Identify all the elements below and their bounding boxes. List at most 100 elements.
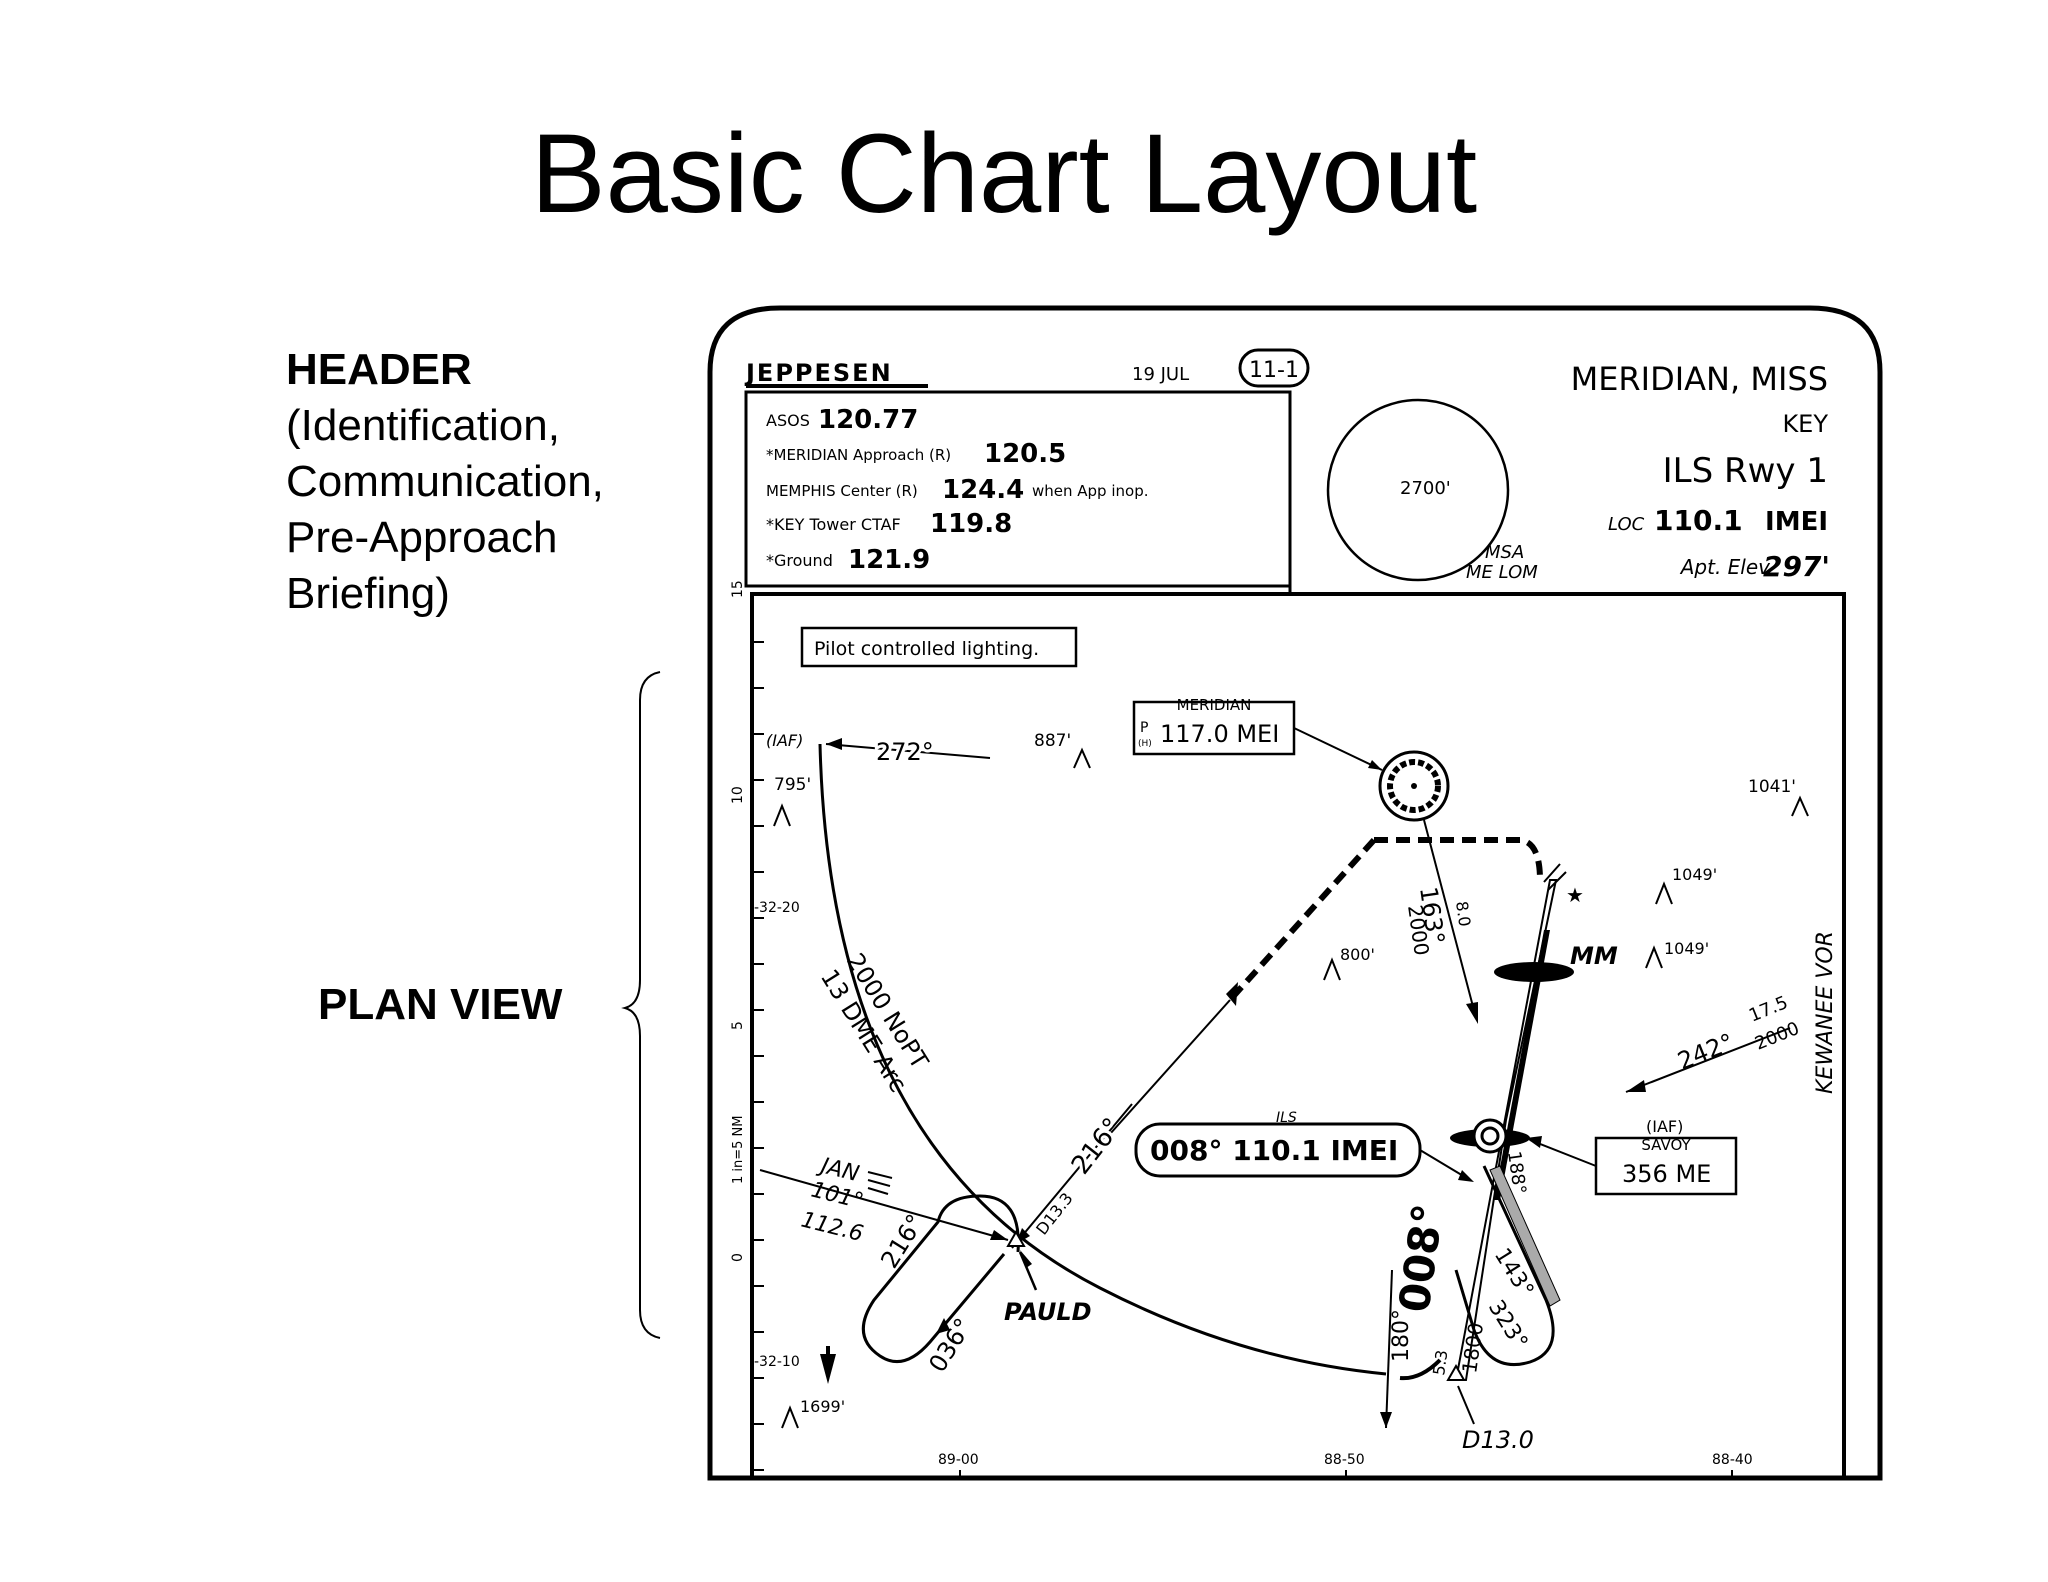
course-180: 180°	[1389, 1309, 1414, 1362]
scale-15: 15	[730, 580, 746, 598]
comm-frequency: 121.9	[848, 545, 930, 575]
obstacle-800: 800'	[1323, 945, 1375, 981]
distance-scale	[752, 641, 764, 1471]
comm-label: *Ground	[766, 551, 833, 570]
obstacle-887: 887'	[1034, 731, 1091, 769]
meridian-vor-sub: (H)	[1138, 739, 1152, 749]
scale-0: 0	[730, 1253, 746, 1262]
header-line-3: Pre-Approach	[286, 513, 558, 562]
header-annotation: HEADER (Identification, Communication, P…	[286, 342, 604, 622]
course-272: 272°	[876, 738, 934, 766]
middle-marker-icon	[1494, 962, 1574, 982]
msa-circle	[1326, 398, 1510, 582]
mm-label: MM	[1570, 942, 1618, 970]
outer-marker-symbol	[1450, 1118, 1530, 1154]
latitude-3210: -32-10	[754, 1354, 800, 1370]
chart-date: 19 JUL	[1132, 364, 1189, 385]
course-216-a: 216°	[1066, 1112, 1128, 1180]
obstacle-1049a: 1049'	[1655, 865, 1717, 905]
holding-shade	[1489, 1165, 1561, 1307]
scale-5: 5	[730, 1021, 746, 1030]
meridian-vor-name: MERIDIAN	[1177, 696, 1252, 714]
svg-text:1049': 1049'	[1664, 939, 1709, 958]
svg-text:1699': 1699'	[800, 1397, 845, 1416]
course-036: 036°	[923, 1313, 977, 1377]
north-arrow-icon	[820, 1346, 836, 1384]
pauld-fix-icon	[1006, 1229, 1026, 1247]
obstacle-1041: 1041'	[1748, 777, 1809, 817]
loc-label: LOC	[1608, 514, 1645, 535]
comm-row-3: MEMPHIS Center (R) 124.4 when App inop.	[766, 475, 1149, 505]
altitude-1800: 1800	[1457, 1321, 1488, 1375]
msa-label: MSA	[1485, 542, 1524, 563]
svg-text:795': 795'	[774, 775, 811, 795]
pilot-lighting-text: Pilot controlled lighting.	[814, 638, 1039, 660]
header-line-4: Briefing)	[286, 569, 450, 618]
header-line-2: Communication,	[286, 457, 604, 506]
elevation-label: Apt. Elev	[1679, 555, 1771, 579]
course-101: 101°	[809, 1178, 866, 1215]
comm-frequency: 124.4	[942, 475, 1024, 505]
comm-label: *MERIDIAN Approach (R)	[766, 446, 951, 464]
kewanee-vor: KEWANEE VOR	[1813, 931, 1838, 1094]
scale-note: 1 in=5 NM	[731, 1116, 746, 1185]
comm-label: *KEY Tower CTAF	[766, 515, 901, 534]
meridian-vor-symbol	[1378, 750, 1450, 822]
comm-box	[744, 390, 1292, 588]
msa-altitude: 2700'	[1400, 478, 1451, 499]
loc-line: LOC 110.1 IMEI	[1608, 504, 1828, 537]
transition-dashed	[1227, 837, 1377, 1003]
comm-label: MEMPHIS Center (R)	[766, 482, 918, 500]
comm-row-5: *Ground 121.9	[766, 545, 930, 575]
scale-10: 10	[730, 786, 746, 804]
longitude-8840: 88-40	[1712, 1452, 1753, 1468]
plan-view-brace	[621, 671, 661, 1339]
distance-8: 8.0	[1452, 900, 1474, 928]
plan-view-box	[750, 592, 1846, 1480]
longitude-8900: 89-00	[938, 1452, 979, 1468]
comm-frequency: 120.5	[984, 439, 1066, 469]
iaf-label: (IAF)	[766, 731, 803, 750]
loc-frequency: 110.1	[1654, 504, 1743, 537]
course-323: 323°	[1483, 1296, 1532, 1354]
comm-row-2: *MERIDIAN Approach (R) 120.5	[766, 439, 1066, 469]
header-line-1: (Identification,	[286, 401, 560, 450]
distance-53: 5.3	[1429, 1349, 1451, 1377]
svg-text:1049': 1049'	[1672, 865, 1717, 884]
comm-row-1: ASOS 120.77	[766, 405, 918, 435]
localizer-feather	[1454, 879, 1558, 1381]
meridian-vor-prefix: P	[1140, 720, 1148, 736]
fix-d130: D13.0	[1462, 1426, 1534, 1454]
savoy-iaf: (IAF)	[1646, 1117, 1683, 1136]
svg-text:887': 887'	[1034, 731, 1071, 751]
savoy-name: SAVOY	[1641, 1136, 1691, 1154]
comm-suffix: when App inop.	[1032, 482, 1149, 500]
pilot-lighting-box	[800, 626, 1078, 668]
elevation-value: 297'	[1763, 550, 1830, 583]
latitude-3220: -32-20	[754, 900, 800, 916]
header-heading: HEADER	[286, 345, 472, 394]
meridian-vor-freq: 117.0 MEI	[1160, 720, 1279, 748]
airport-id: KEY	[1782, 410, 1828, 438]
plan-view-annotation: PLAN VIEW	[318, 980, 563, 1029]
location-name: MERIDIAN, MISS	[1571, 360, 1828, 398]
msa-fix: ME LOM	[1466, 562, 1538, 583]
comm-label: ASOS	[766, 411, 810, 430]
obstacle-1699: 1699'	[781, 1397, 845, 1429]
savoy-frequency: 356 ME	[1622, 1160, 1711, 1188]
loc-ident: IMEI	[1765, 507, 1828, 537]
chart-number: 11-1	[1249, 358, 1299, 383]
slide-title: Basic Chart Layout	[530, 111, 1478, 236]
dme-arc	[818, 743, 1387, 1376]
final-course-008: 008°	[1389, 1201, 1453, 1315]
procedure-name: ILS Rwy 1	[1663, 451, 1828, 491]
longitude-8850: 88-50	[1324, 1452, 1365, 1468]
comm-row-4: *KEY Tower CTAF 119.8	[766, 509, 1012, 539]
ils-frequency: 008° 110.1 IMEI	[1150, 1134, 1398, 1167]
publisher-name: JEPPESEN	[744, 359, 893, 387]
missed-approach-path	[1374, 837, 1543, 881]
chart-number-badge	[1238, 348, 1310, 388]
svg-text:★: ★	[1566, 883, 1584, 907]
comm-frequency: 120.77	[818, 405, 918, 435]
